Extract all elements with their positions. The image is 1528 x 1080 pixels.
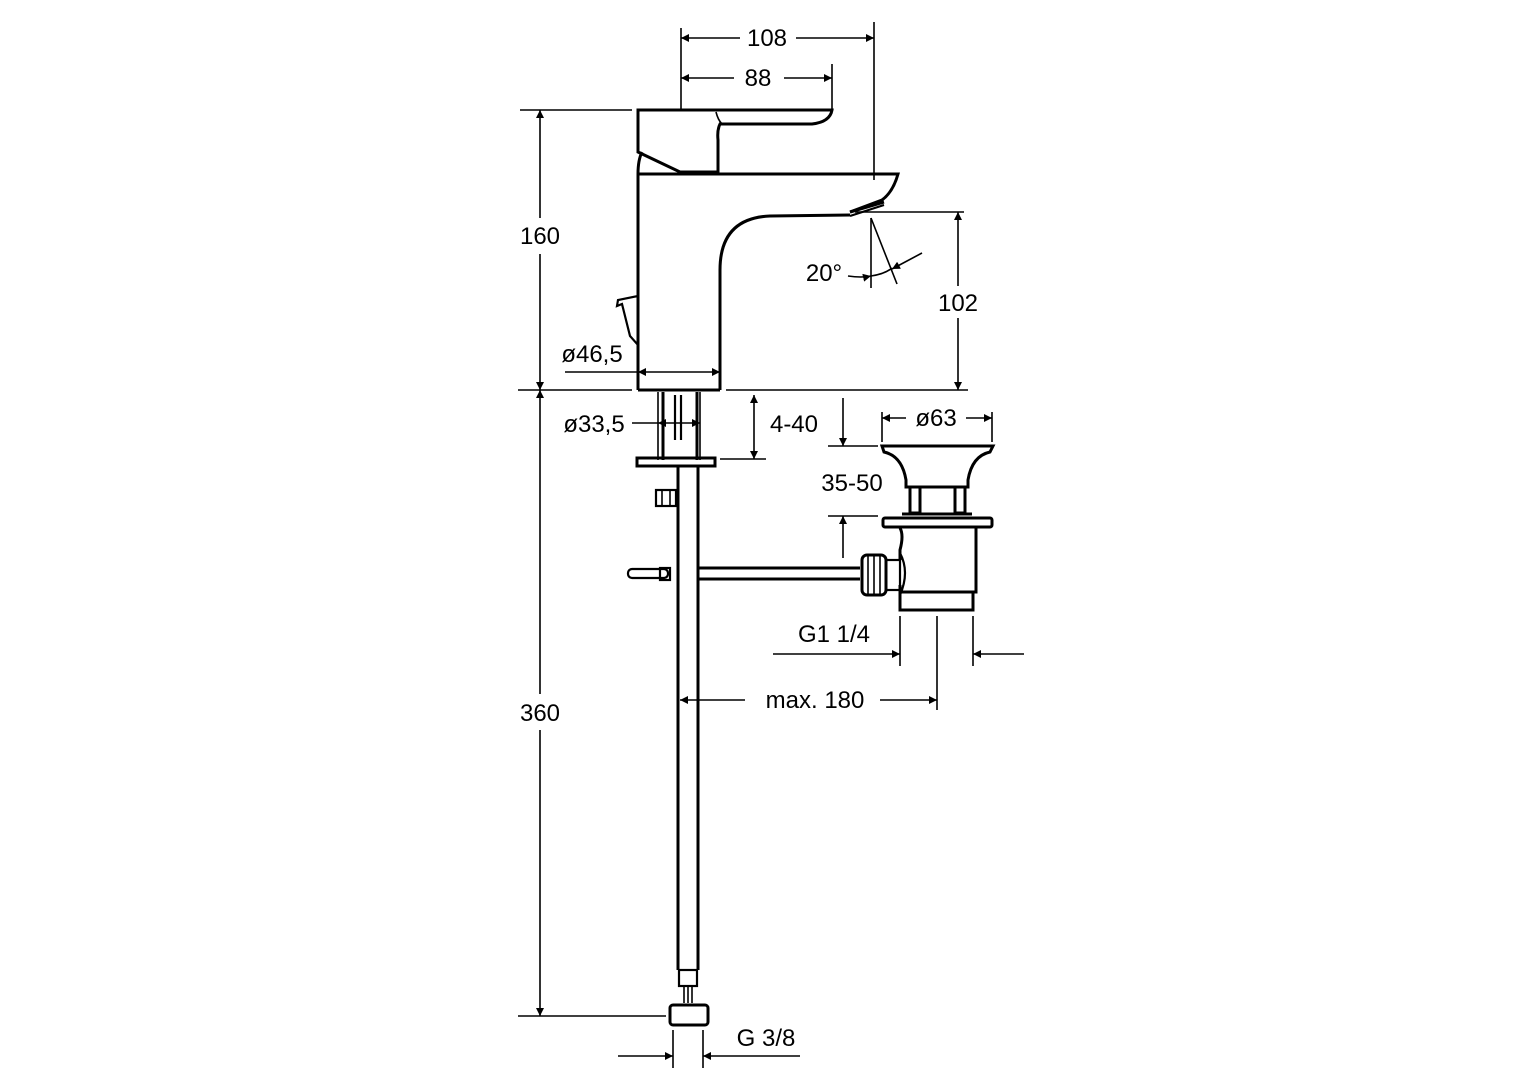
- dim-shank-diameter: ø33,5: [563, 411, 624, 438]
- dim-lever-length: 88: [745, 65, 772, 92]
- dim-total-projection: 108: [747, 25, 787, 52]
- dim-waste-diameter: ø63: [915, 405, 956, 432]
- dim-max-distance: max. 180: [766, 687, 865, 714]
- dim-spout-height: 102: [938, 290, 978, 317]
- dimension-lines: [518, 22, 1024, 1068]
- faucet-body: [615, 108, 900, 392]
- dim-spout-angle: 20°: [806, 260, 842, 287]
- dim-waste-range: 35-50: [821, 470, 882, 497]
- pop-up-rod: [626, 566, 860, 582]
- dim-height: 160: [520, 223, 560, 250]
- dim-hose-length: 360: [520, 700, 560, 727]
- faucet-shank: [635, 392, 717, 1027]
- dim-waste-thread: G1 1/4: [798, 621, 870, 648]
- dim-deck-thickness: 4-40: [770, 411, 818, 438]
- dim-connection-thread: G 3/8: [737, 1025, 796, 1052]
- pop-up-waste: [860, 444, 996, 612]
- dim-body-diameter: ø46,5: [561, 341, 622, 368]
